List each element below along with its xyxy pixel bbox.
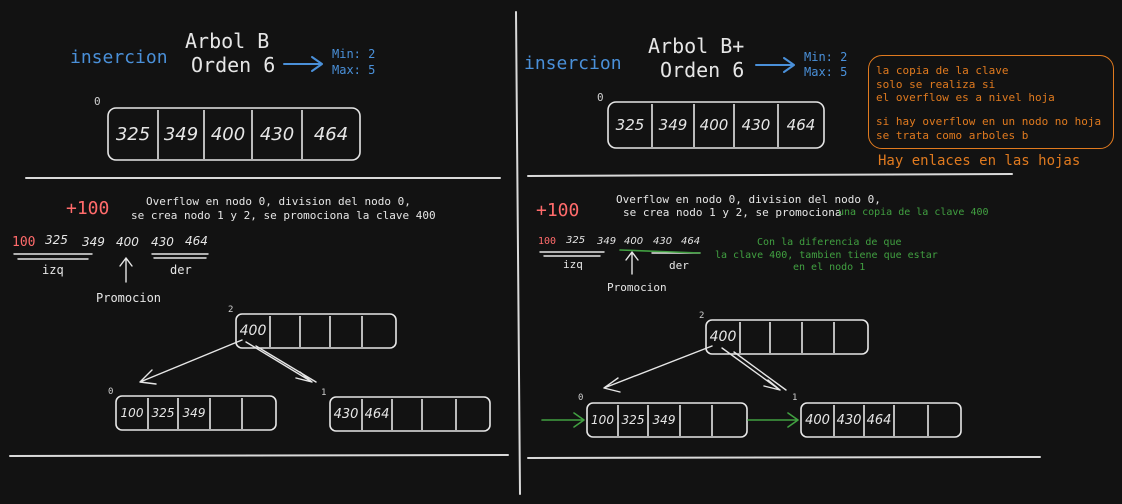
right-node-0-key: 400 xyxy=(699,116,729,134)
left-leaf-0-key: 325 xyxy=(151,406,175,420)
bplus-note-line: el overflow es a nivel hoja xyxy=(876,91,1055,104)
right-title-line1: Arbol B+ xyxy=(648,34,745,58)
left-node-0-key: 464 xyxy=(313,123,349,145)
right-node-0-key: 464 xyxy=(786,116,816,134)
right-leaf-1-key: 400 xyxy=(805,412,830,428)
right-overflow-line2: se crea nodo 1 y 2, se promociona xyxy=(623,206,842,219)
left-root-key: 400 xyxy=(239,323,267,339)
left-title-line1: Arbol B xyxy=(185,29,270,53)
left-title-line2: Orden 6 xyxy=(191,53,276,77)
left-seq-key: 349 xyxy=(82,235,105,249)
left-leaf-0-key: 100 xyxy=(120,406,144,420)
bplus-note-line: se trata como arboles b xyxy=(876,129,1029,142)
right-overflow-line1: Overflow en nodo 0, division del nodo 0, xyxy=(616,193,881,206)
left-node-0-box xyxy=(107,107,361,161)
right-diff-line: en el nodo 1 xyxy=(793,262,866,273)
leaf-link-arrow-in xyxy=(541,412,585,428)
left-seq-100: 100 xyxy=(12,235,36,250)
left-plus-100: +100 xyxy=(66,198,110,219)
left-seq-key: 464 xyxy=(185,234,208,248)
left-leaf-1-key: 464 xyxy=(364,406,390,422)
left-leaf-1-box xyxy=(329,396,491,432)
right-node-0-box xyxy=(607,101,825,149)
right-diff-line: Con la diferencia de que xyxy=(757,237,902,248)
right-leaf-1-index: 1 xyxy=(792,393,798,403)
right-plus-100: +100 xyxy=(536,200,580,221)
right-node-0-key: 430 xyxy=(741,116,771,134)
left-insercion-label: insercion xyxy=(70,47,168,68)
left-promocion-label: Promocion xyxy=(96,291,162,305)
left-leaf-1-key: 430 xyxy=(333,406,359,422)
left-root-box xyxy=(235,313,397,349)
left-min-max-arrow xyxy=(283,56,323,72)
left-min-label: Min: 2 xyxy=(332,47,376,61)
right-root-index: 2 xyxy=(699,311,705,321)
right-overflow-copy: una copia de la clave 400 xyxy=(838,207,989,218)
right-node-0-key: 349 xyxy=(658,116,688,134)
left-bottom-divider xyxy=(9,454,509,457)
bplus-note-line: solo se realiza si xyxy=(876,78,996,91)
right-seq-key: 325 xyxy=(566,235,586,246)
left-node-0-key: 349 xyxy=(163,123,199,145)
right-leaf-0-key: 100 xyxy=(591,413,614,427)
right-root-box xyxy=(705,319,869,355)
bplus-note-line: si hay overflow en un nodo no hoja xyxy=(876,115,1102,128)
right-diff-line: la clave 400, tambien tiene que estar xyxy=(715,250,938,261)
right-bottom-divider xyxy=(527,456,1041,459)
right-seq-key: 400 xyxy=(624,236,644,247)
bplus-note-line: la copia de la clave xyxy=(876,64,1009,77)
left-root-index: 2 xyxy=(228,305,234,315)
left-overflow-line1: Overflow en nodo 0, division del nodo 0, xyxy=(146,195,411,208)
right-max-label: Max: 5 xyxy=(804,65,848,79)
left-node-0-index: 0 xyxy=(94,95,101,108)
left-leaf-1-index: 1 xyxy=(321,388,327,398)
right-insercion-label: insercion xyxy=(524,53,622,74)
left-seq-key: 400 xyxy=(116,235,139,249)
right-seq-key: 349 xyxy=(597,236,617,247)
right-node-0-index: 0 xyxy=(597,91,604,104)
right-seq-100: 100 xyxy=(538,236,557,247)
left-izq-label: izq xyxy=(42,263,64,277)
vertical-divider xyxy=(515,11,521,495)
bplus-note-box xyxy=(868,55,1114,149)
green-underline-400 xyxy=(619,249,701,254)
right-min-max-arrow xyxy=(755,57,795,73)
right-leaf-1-key: 464 xyxy=(866,412,892,428)
right-min-label: Min: 2 xyxy=(804,50,848,64)
left-leaf-0-index: 0 xyxy=(108,387,114,397)
right-izq-label: izq xyxy=(563,258,583,271)
left-seq-key: 430 xyxy=(151,235,174,249)
right-leaf-0-index: 0 xyxy=(578,393,584,403)
right-horizontal-divider xyxy=(527,173,1013,177)
right-der-label: der xyxy=(669,259,689,272)
right-promocion-label: Promocion xyxy=(607,281,667,294)
right-leaf-0-key: 349 xyxy=(652,413,676,427)
left-overflow-line2: se crea nodo 1 y 2, se promociona la cla… xyxy=(131,209,436,222)
right-seq-key: 464 xyxy=(681,236,701,247)
left-node-0-key: 430 xyxy=(259,123,295,145)
left-seq-key: 325 xyxy=(45,233,68,247)
left-der-label: der xyxy=(170,263,192,277)
left-leaf-0-key: 349 xyxy=(182,406,206,420)
left-node-0-key: 325 xyxy=(115,123,151,145)
links-note: Hay enlaces en las hojas xyxy=(878,153,1081,169)
left-leaf-0-box xyxy=(115,395,277,431)
right-leaf-1-key: 430 xyxy=(836,412,862,428)
right-title-line2: Orden 6 xyxy=(660,58,745,82)
right-seq-key: 430 xyxy=(653,236,673,247)
right-leaf-0-key: 325 xyxy=(621,413,645,427)
right-leaf-1-box xyxy=(800,402,962,438)
left-max-label: Max: 5 xyxy=(332,63,376,77)
left-node-0-key: 400 xyxy=(210,123,246,145)
right-root-key: 400 xyxy=(709,329,737,345)
right-node-0-key: 325 xyxy=(615,116,645,134)
right-leaf-0-box xyxy=(586,402,748,438)
leaf-link-arrow-between xyxy=(747,412,799,428)
